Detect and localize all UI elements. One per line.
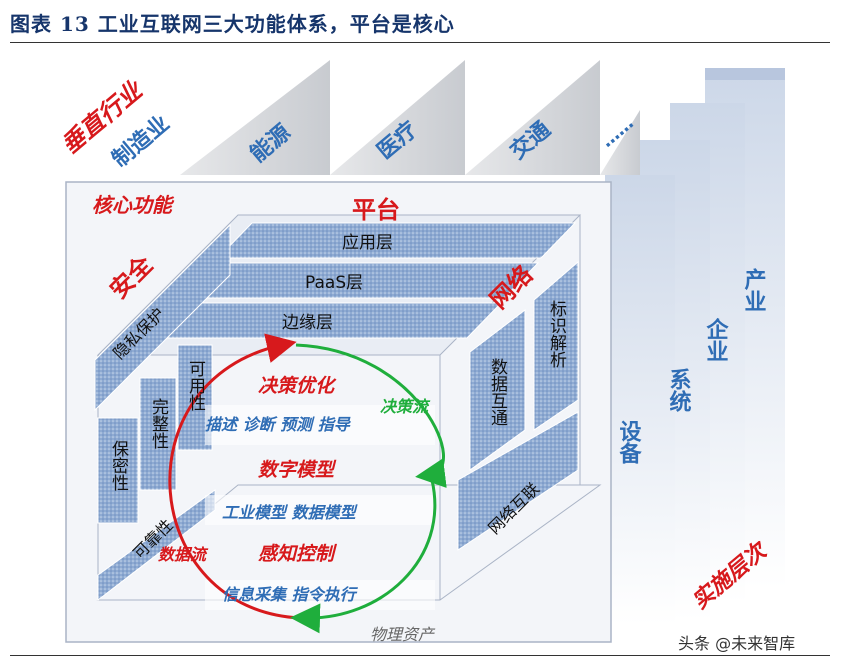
platform-label: 平台 [352, 196, 400, 224]
confidentiality-label: 保密性 [108, 440, 129, 491]
perception-label: 感知控制 [258, 543, 338, 565]
decision-flow-arrow-lower [290, 479, 437, 634]
figure-caption: 图表 13 工业互联网三大功能体系，平台是核心 [10, 12, 455, 36]
integrity-label: 完整性 [148, 398, 169, 449]
decision-flow-label: 决策流 [380, 397, 431, 416]
info-collect-label: 信息采集 指令执行 [222, 585, 359, 604]
physical-assets-label: 物理资产 [370, 625, 436, 644]
data-flow-arrow [168, 333, 301, 620]
network-panels [457, 260, 579, 551]
digital-model-label: 数字模型 [258, 459, 337, 481]
decision-label: 决策优化 [258, 375, 337, 397]
level-enterprise-label: 企业 [703, 317, 730, 362]
app-layer-label: 应用层 [342, 233, 393, 253]
bottom-rule [10, 655, 830, 656]
level-device-label: 设备 [616, 420, 643, 465]
paas-layer-label: PaaS层 [305, 273, 363, 293]
watermark: 头条 @未来智库 [678, 634, 796, 653]
identifier-label: 标识解析 [546, 300, 567, 368]
level-system-label: 系统 [666, 368, 692, 412]
decision-flow-arrow [295, 343, 447, 488]
top-rule [10, 42, 830, 43]
level-columns [605, 68, 785, 625]
industry-triangles [180, 60, 640, 175]
describe-label: 描述 诊断 预测 指导 [205, 415, 352, 434]
core-function-label: 核心功能 [92, 193, 175, 217]
industrial-model-label: 工业模型 数据模型 [222, 503, 359, 522]
data-flow-label: 数据流 [158, 545, 209, 564]
availability-label: 可用性 [185, 360, 206, 411]
data-exchange-label: 数据互通 [487, 358, 508, 426]
security-panels [94, 223, 231, 602]
level-industry-label: 产业 [741, 268, 767, 312]
edge-layer-label: 边缘层 [282, 313, 333, 333]
